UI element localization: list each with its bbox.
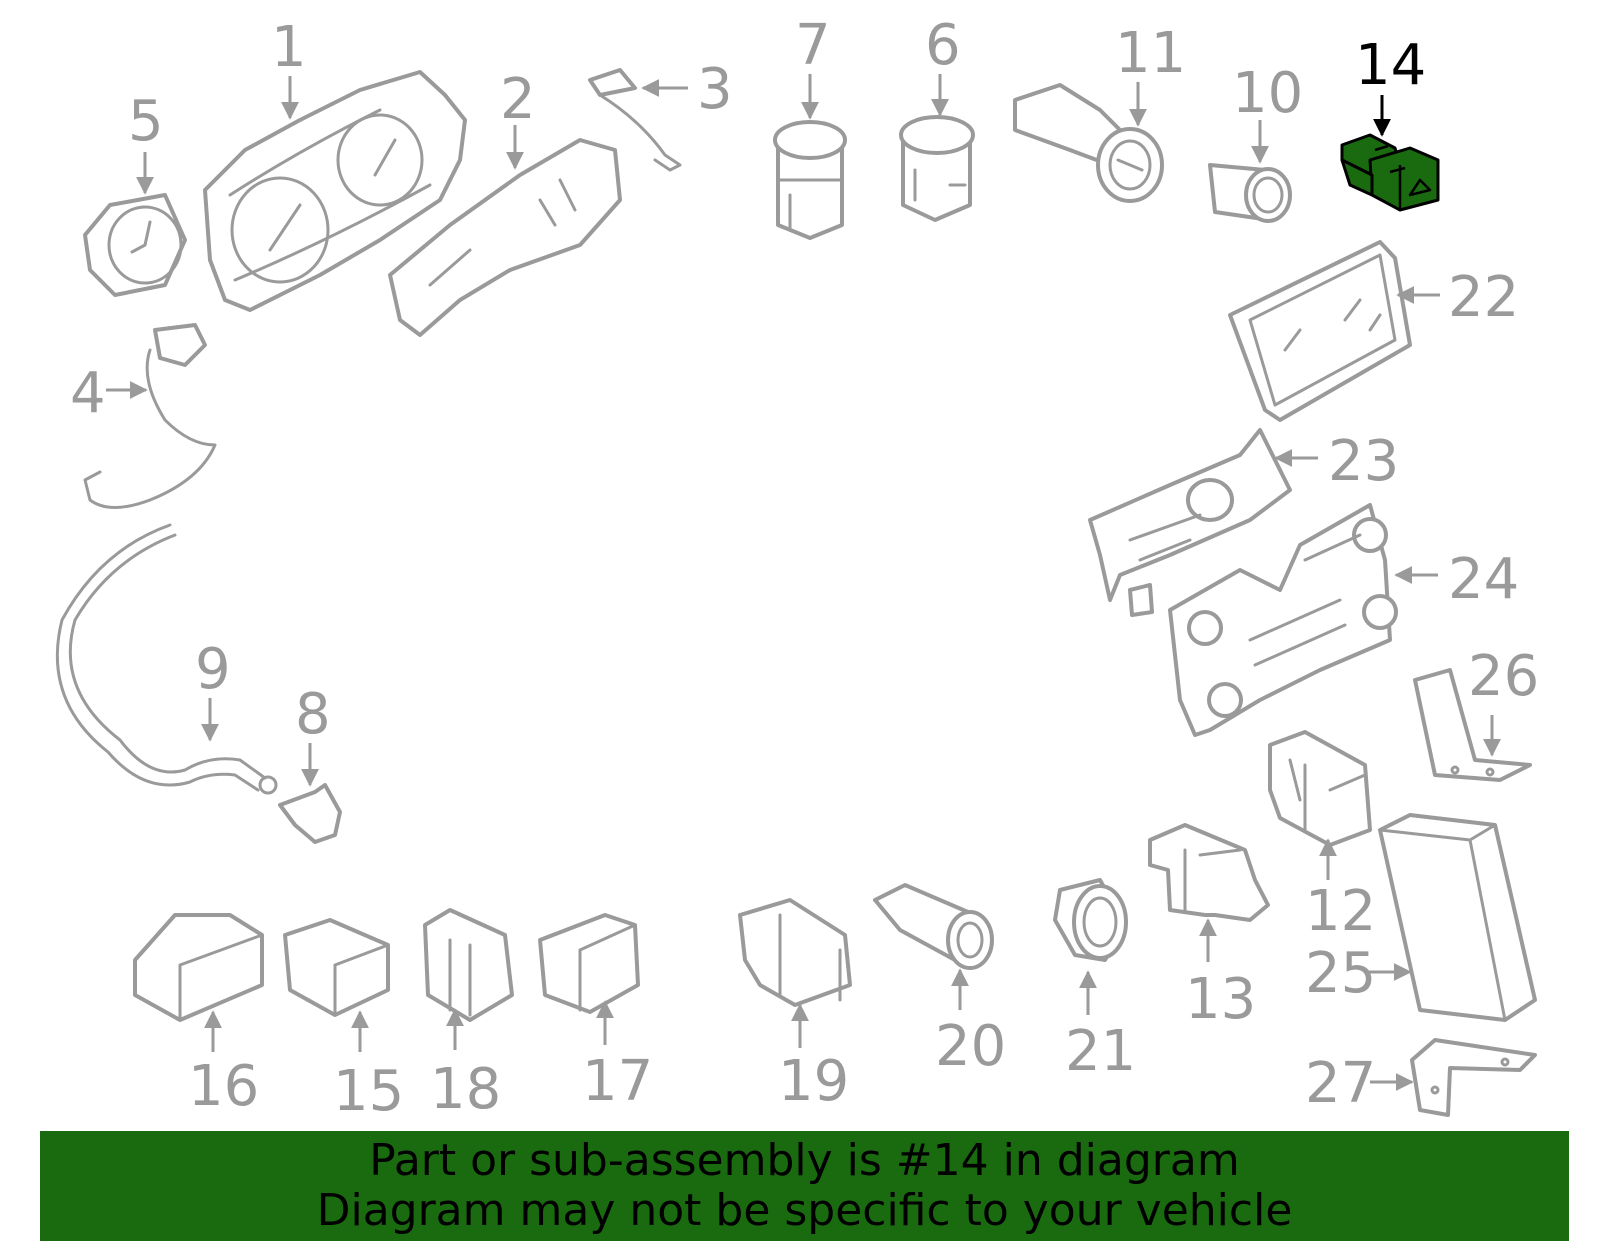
part-23-climate-panel[interactable] [1088, 428, 1292, 617]
callout-19[interactable]: 19 [778, 1049, 849, 1114]
part-7-push-switch[interactable] [773, 120, 847, 240]
callout-7[interactable]: 7 [795, 13, 831, 78]
callout-17[interactable]: 17 [582, 1049, 653, 1114]
callout-13[interactable]: 13 [1185, 967, 1256, 1032]
part-24-control-bezel[interactable] [1168, 503, 1398, 737]
banner-line-1: Part or sub-assembly is #14 in diagram [369, 1135, 1240, 1186]
part-13-bracket-module[interactable] [1148, 823, 1270, 922]
part-8-sensor[interactable] [278, 783, 342, 844]
callout-8[interactable]: 8 [295, 682, 331, 747]
callout-25[interactable]: 25 [1305, 941, 1376, 1006]
part-3-clip[interactable] [588, 68, 682, 172]
callout-5[interactable]: 5 [128, 89, 164, 154]
part-14-hazard-switch[interactable] [1340, 133, 1440, 212]
part-22-display-screen[interactable] [1228, 240, 1412, 422]
part-17-switch[interactable] [538, 913, 640, 1014]
callout-22[interactable]: 22 [1448, 265, 1519, 330]
part-5-clock-gauge[interactable] [83, 193, 187, 297]
callout-15[interactable]: 15 [333, 1059, 404, 1124]
part-10-knob[interactable] [1208, 163, 1292, 223]
banner-line-2: Diagram may not be specific to your vehi… [316, 1185, 1293, 1236]
part-18-switch[interactable] [423, 908, 514, 1022]
part-21-power-socket[interactable] [1053, 878, 1128, 962]
part-19-module[interactable] [738, 898, 852, 1007]
part-1-instrument-cluster[interactable] [203, 70, 467, 312]
part-4-wiring-harness[interactable] [83, 323, 217, 509]
callout-4[interactable]: 4 [70, 361, 106, 426]
callout-10[interactable]: 10 [1232, 61, 1303, 126]
callout-12[interactable]: 12 [1305, 879, 1376, 944]
part-16-switch[interactable] [133, 913, 264, 1022]
callout-9[interactable]: 9 [195, 637, 231, 702]
callout-14[interactable]: 14 [1355, 33, 1426, 98]
part-25-control-module[interactable] [1378, 813, 1537, 1022]
part-2-cluster-lens[interactable] [388, 138, 622, 337]
callout-3[interactable]: 3 [697, 57, 733, 122]
part-15-switch[interactable] [283, 918, 390, 1017]
info-banner: Part or sub-assembly is #14 in diagram D… [40, 1131, 1569, 1241]
part-11-ignition-switch[interactable] [1013, 83, 1164, 203]
callout-18[interactable]: 18 [430, 1057, 501, 1122]
callout-24[interactable]: 24 [1448, 547, 1519, 612]
callout-6[interactable]: 6 [925, 13, 961, 78]
callout-26[interactable]: 26 [1468, 644, 1539, 709]
callout-21[interactable]: 21 [1065, 1019, 1136, 1084]
part-6-button[interactable] [899, 115, 975, 222]
callout-11[interactable]: 11 [1115, 21, 1186, 86]
callout-16[interactable]: 16 [188, 1054, 259, 1119]
part-26-bracket[interactable] [1413, 668, 1532, 782]
part-27-l-bracket[interactable] [1410, 1038, 1537, 1117]
callout-2[interactable]: 2 [500, 67, 536, 132]
callout-23[interactable]: 23 [1328, 429, 1399, 494]
callout-27[interactable]: 27 [1305, 1051, 1376, 1116]
part-9-hose[interactable] [55, 523, 278, 795]
callout-1[interactable]: 1 [271, 15, 307, 80]
callout-20[interactable]: 20 [935, 1014, 1006, 1079]
part-12-switch-module[interactable] [1268, 730, 1372, 847]
part-20-lighter[interactable] [873, 883, 994, 970]
